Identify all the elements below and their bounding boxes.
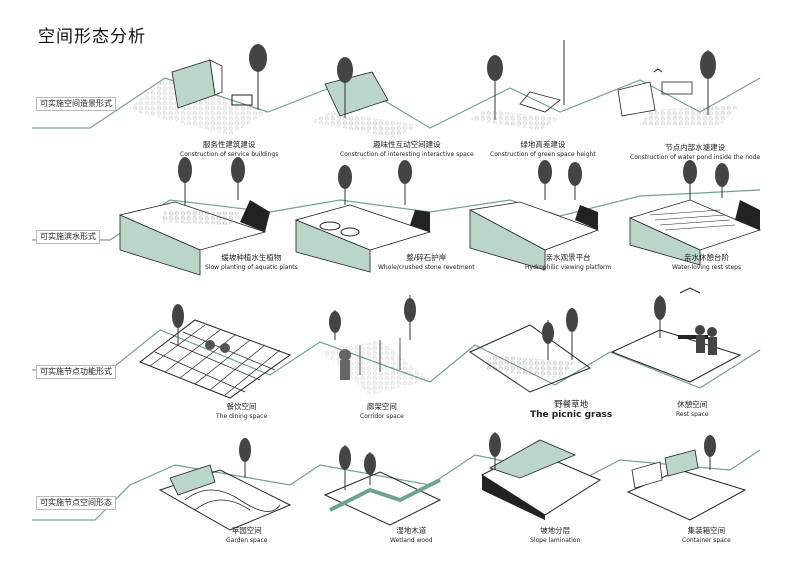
panel-rest-steps [628,160,762,266]
panel-wetland-wood [323,445,442,526]
panel-green-height [470,40,565,130]
panel-garden-space [158,438,292,531]
row-label-landscape: 可实施空间造景形式 [36,97,116,111]
row-label-spatial: 可实施节点空间形态 [36,496,116,510]
panel-picnic-grass [468,308,592,393]
row-label-function: 可实施节点功能形式 [36,365,116,379]
panel-aquatic-plants [118,157,270,276]
row4-zigzag-line [32,449,761,521]
panel-stone-revetment [294,160,432,273]
panel-corridor-space [322,295,430,395]
panel-viewing-platform [468,160,600,271]
panel-interactive-space [310,57,420,138]
panel-container-space [626,435,747,521]
panel-dining-space [138,304,292,399]
panel-slope-lamination [480,432,602,520]
row-label-waterfront: 可实施滨水形式 [36,230,100,244]
row3-zigzag-line [32,329,761,389]
row1-zigzag-line [32,77,761,129]
panel-service-building [128,44,268,135]
panel-rest-space [610,287,742,383]
page-title: 空间形态分析 [38,27,146,47]
panel-water-pond [617,50,740,125]
